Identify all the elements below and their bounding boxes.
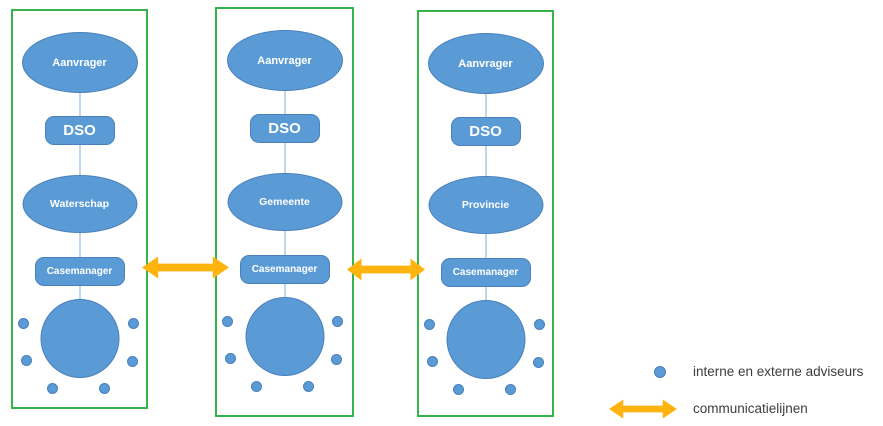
advisor-dot [453,384,464,395]
advisor-dot [225,353,236,364]
advisor-dot [18,318,29,329]
advisors-circle [245,297,324,376]
connector-line [484,146,487,177]
advisor-dot [303,381,314,392]
waterschap-ellipse: Waterschap [22,175,137,233]
legend-advisors-label: interne en externe adviseurs [693,364,864,379]
legend-communication-label: communicatielijnen [693,401,808,416]
dso-box: DSO [249,114,320,143]
communication-arrow-right [347,258,425,281]
advisor-dot [332,316,343,327]
casemanager-box: Casemanager [239,255,330,284]
gemeente-ellipse: Gemeente [227,173,342,231]
connector-line [283,231,286,256]
provincie-ellipse: Provincie [428,176,543,234]
connector-line [283,143,286,174]
aanvrager-ellipse: Aanvrager [21,32,138,93]
connector-line [283,284,286,298]
advisor-dot [251,381,262,392]
advisor-dot [534,319,545,330]
swimlane-provincie: Aanvrager DSO Provincie Casemanager [417,10,554,417]
advisors-circle [40,299,119,378]
advisor-dot [533,357,544,368]
advisor-dot [222,316,233,327]
legend-advisor-dot-icon [654,366,666,378]
connector-line [484,234,487,259]
connector-line [78,286,81,300]
connector-line [78,145,81,176]
casemanager-box: Casemanager [440,258,531,287]
connector-line [283,91,286,115]
advisor-dot [331,354,342,365]
advisor-dot [21,355,32,366]
advisor-dot [505,384,516,395]
dso-box: DSO [44,116,115,145]
swimlane-waterschap: Aanvrager DSO Waterschap Casemanager [11,9,148,409]
aanvrager-ellipse: Aanvrager [427,33,544,94]
aanvrager-ellipse: Aanvrager [226,30,343,91]
advisor-dot [128,318,139,329]
casemanager-box: Casemanager [34,257,125,286]
advisor-dot [427,356,438,367]
advisor-dot [99,383,110,394]
advisor-dot [47,383,58,394]
advisor-dot [424,319,435,330]
dso-box: DSO [450,117,521,146]
communication-arrow-left [142,256,229,279]
connector-line [484,287,487,301]
legend-double-arrow-icon [609,399,677,419]
connector-line [484,94,487,118]
advisor-dot [127,356,138,367]
swimlane-gemeente: Aanvrager DSO Gemeente Casemanager [215,7,354,417]
connector-line [78,233,81,258]
advisors-circle [446,300,525,379]
connector-line [78,93,81,117]
